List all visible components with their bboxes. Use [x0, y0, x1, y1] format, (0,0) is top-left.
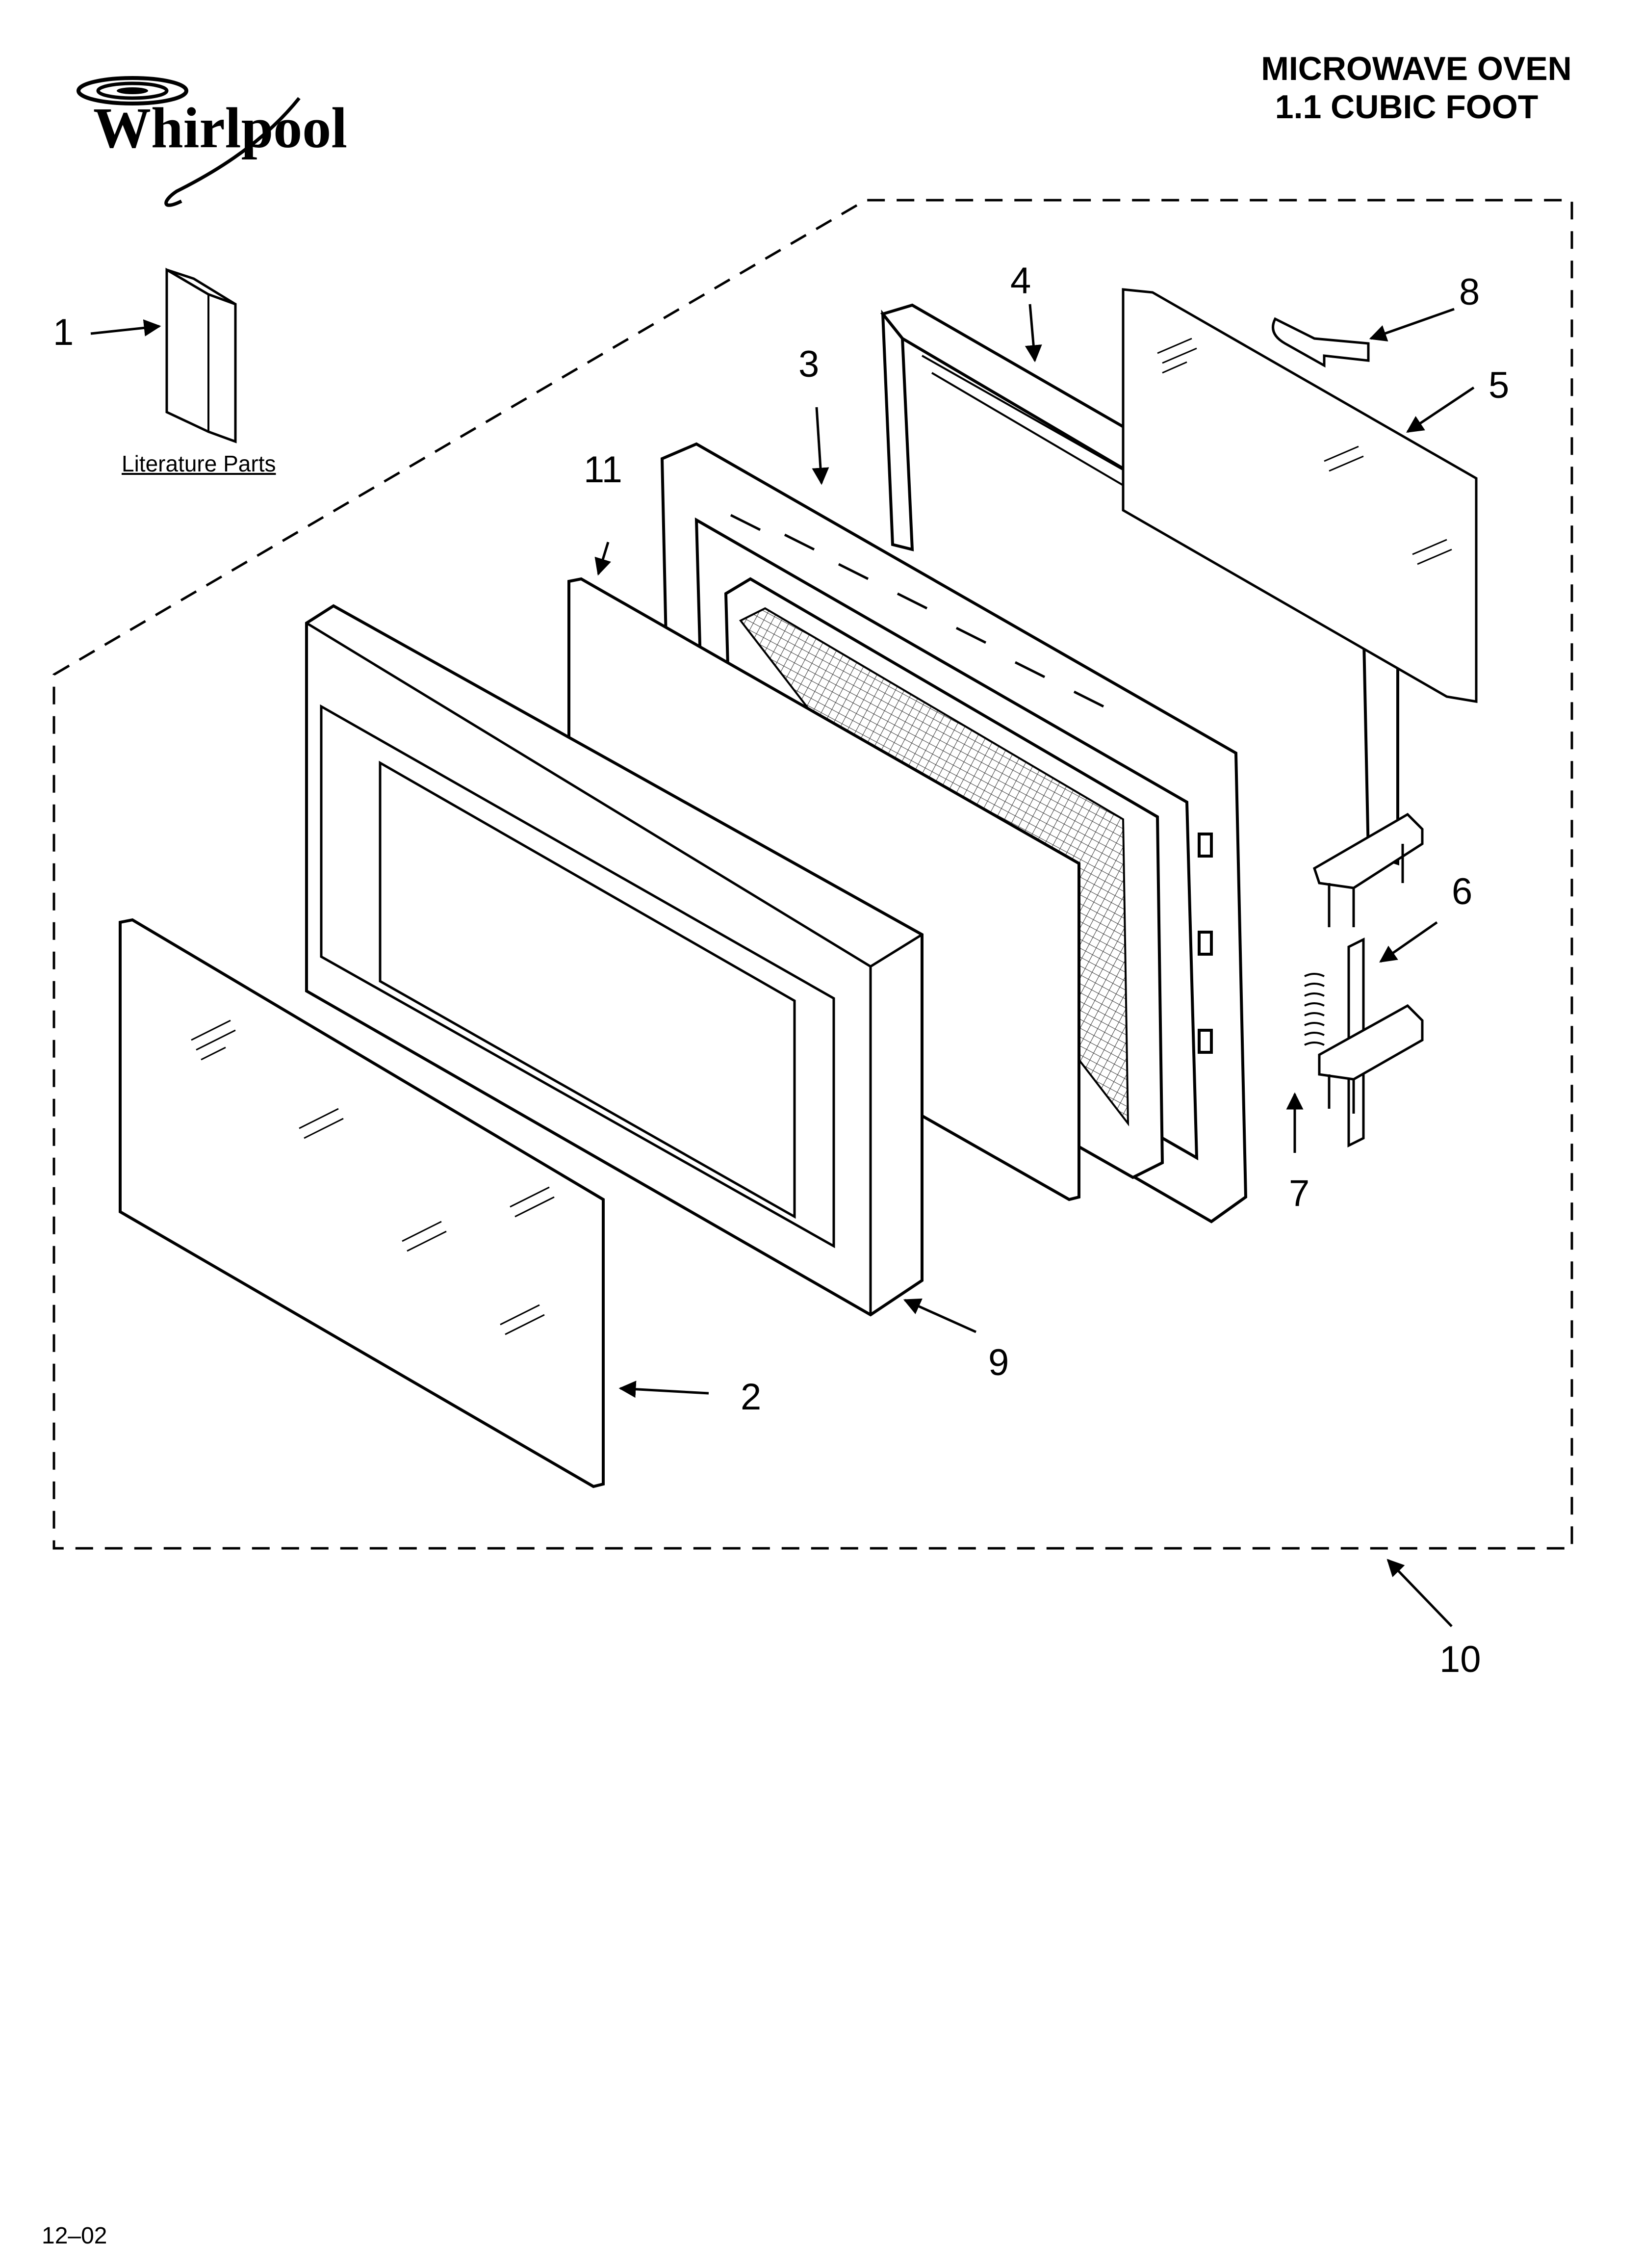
- callout-8: 8: [1459, 271, 1480, 313]
- door-frame-part9: [305, 604, 924, 1317]
- callout-10: 10: [1439, 1639, 1481, 1680]
- callout-5: 5: [1488, 365, 1510, 406]
- latch-part6: [1312, 812, 1424, 1148]
- whirlpool-logo-text: Whirlpool: [93, 96, 347, 160]
- callout-9: 9: [988, 1342, 1009, 1383]
- page-title-line2: 1.1 CUBIC FOOT: [1275, 88, 1539, 126]
- literature-parts-label: Literature Parts: [122, 451, 276, 476]
- callout-3: 3: [798, 343, 820, 385]
- leader-lines: [90, 304, 1475, 1627]
- callout-4: 4: [1010, 260, 1031, 302]
- door-assembly-outline: [52, 199, 1573, 1550]
- clip-part8: [1272, 317, 1370, 368]
- spring-part7: [1304, 973, 1325, 1046]
- callout-1: 1: [53, 312, 74, 353]
- page-title-line1: MICROWAVE OVEN: [1261, 50, 1572, 87]
- outer-glass-part2: [119, 918, 605, 1488]
- callout-2: 2: [741, 1376, 762, 1418]
- callout-6: 6: [1452, 871, 1473, 912]
- whirlpool-logo: Whirlpool: [77, 76, 347, 207]
- glass-panel-part5: [1122, 288, 1478, 703]
- literature-booklet: [165, 267, 237, 443]
- callout-7: 7: [1289, 1173, 1310, 1214]
- callout-11: 11: [584, 449, 622, 491]
- date-code: 12–02: [42, 2223, 107, 2249]
